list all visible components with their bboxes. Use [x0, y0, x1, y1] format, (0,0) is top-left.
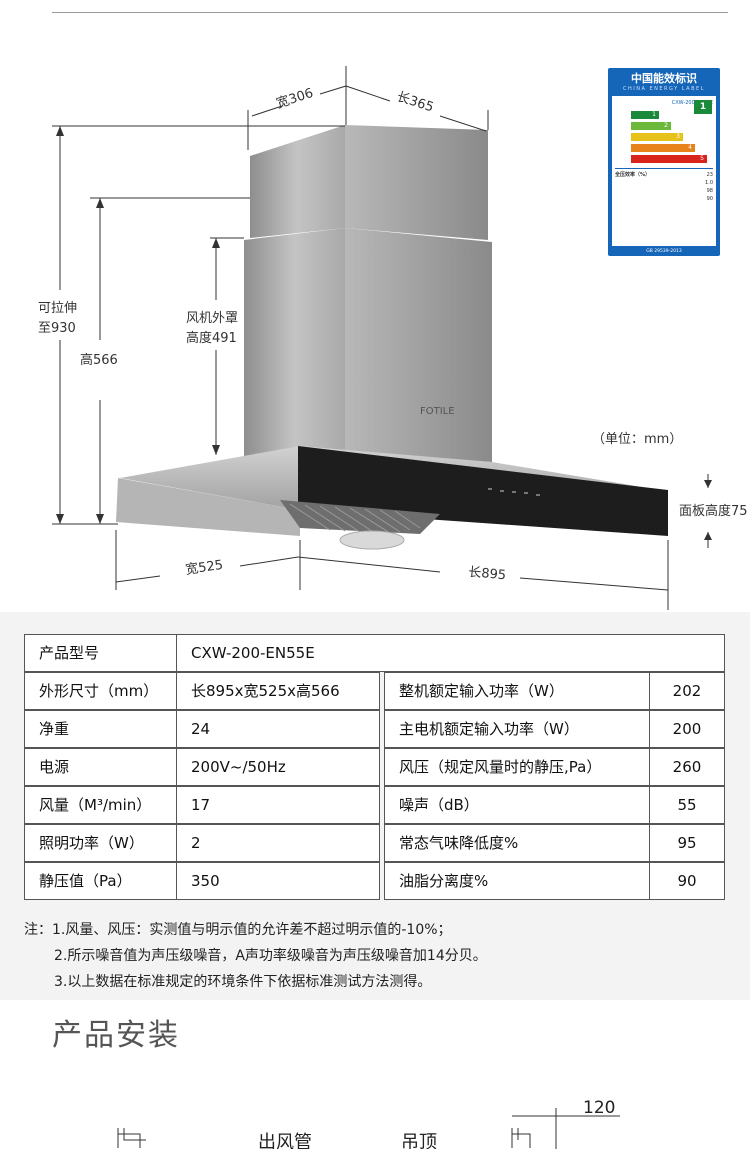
energy-label: 中国能效标识 CHINA ENERGY LABEL CXW-200-EN55E … — [608, 68, 720, 256]
spec-value: 200V~/50Hz — [176, 748, 380, 786]
energy-row-4: 90 — [706, 196, 713, 202]
spec-label: 常态气味降低度% — [384, 824, 650, 862]
brand-logo: FOTILE — [420, 406, 455, 417]
spec-label: 外形尺寸（mm） — [24, 672, 177, 710]
spec-model-value: CXW-200-EN55E — [176, 634, 725, 672]
dim-extend-label-2: 至930 — [38, 321, 76, 336]
dim-panel-height: 面板高度75 — [679, 503, 748, 519]
spec-value: 55 — [649, 786, 725, 824]
spec-value: 350 — [176, 862, 380, 900]
energy-grade-badge: 1 — [694, 100, 712, 114]
oil-cup — [339, 530, 405, 550]
spec-label: 风量（M³/min） — [24, 786, 177, 824]
note-3: 3.以上数据在标准规定的环境条件下依据标准测试方法测得。 — [54, 974, 432, 990]
dim-fan-cover-2: 高度491 — [186, 330, 237, 346]
spec-value: 2 — [176, 824, 380, 862]
spec-model-label: 产品型号 — [24, 634, 177, 672]
spec-value: 260 — [649, 748, 725, 786]
energy-label-info: 全压效率（%）23 1.0 98 90 — [615, 168, 713, 203]
energy-label-body: CXW-200-EN55E 1 1 2 3 4 5 全压效率（%）23 1.0 98 9… — [612, 96, 716, 246]
install-dimension: 120 — [583, 1098, 616, 1118]
spec-label: 电源 — [24, 748, 177, 786]
spec-value: 90 — [649, 862, 725, 900]
spec-value: 17 — [176, 786, 380, 824]
canopy-left-front — [116, 478, 300, 536]
dim-extend-label-1: 可拉伸 — [38, 301, 77, 316]
energy-grade-bars: 1 2 3 4 5 — [615, 111, 713, 163]
energy-label-standard: GB 29539-2013 — [646, 249, 682, 254]
energy-label-model: CXW-200-EN55E — [671, 100, 713, 106]
install-duct-label: 出风管 — [258, 1132, 312, 1149]
spec-label: 油脂分离度% — [384, 862, 650, 900]
energy-grade-bar: 1 — [631, 111, 659, 119]
energy-row-3: 98 — [706, 188, 713, 194]
install-title: 产品安装 — [52, 1018, 180, 1053]
spec-value: 95 — [649, 824, 725, 862]
dim-length-bottom: 长895 — [468, 565, 507, 583]
spec-label: 主电机额定输入功率（W） — [384, 710, 650, 748]
spec-value: 长895x宽525x高566 — [176, 672, 380, 710]
spec-label: 照明功率（W） — [24, 824, 177, 862]
install-diagram — [117, 1108, 620, 1149]
spec-label: 整机额定输入功率（W） — [384, 672, 650, 710]
energy-label-title: 中国能效标识 — [631, 72, 697, 85]
lower-chimney-front — [244, 228, 345, 470]
top-divider — [52, 12, 728, 13]
upper-chimney-front — [250, 125, 345, 238]
spec-label: 净重 — [24, 710, 177, 748]
spec-value: 24 — [176, 710, 380, 748]
dim-fan-cover-1: 风机外罩 — [186, 311, 238, 326]
spec-label: 风压（规定风量时的静压,Pa） — [384, 748, 650, 786]
energy-label-subtitle: CHINA ENERGY LABEL — [623, 86, 705, 92]
energy-grade-bar: 2 — [631, 122, 671, 130]
dim-width-bottom: 宽525 — [184, 557, 224, 578]
energy-row-1: 全压效率（%）23 — [615, 172, 713, 178]
note-1: 注：1.风量、风压：实测值与明示值的允许差不超过明示值的-10%； — [24, 922, 452, 938]
unit-label: （单位：mm） — [592, 432, 682, 447]
filter-underside — [280, 500, 440, 534]
range-hood-diagram: FOTILE — [38, 66, 748, 610]
spec-label: 静压值（Pa） — [24, 862, 177, 900]
energy-grade-bar: 3 — [631, 133, 683, 141]
dim-height-total: 高566 — [80, 352, 118, 368]
filter-grille — [289, 503, 421, 534]
energy-grade-bar: 4 — [631, 144, 695, 152]
notes: 注：1.风量、风压：实测值与明示值的允许差不超过明示值的-10%； 2.所示噪音… — [24, 917, 487, 995]
control-buttons — [488, 488, 540, 496]
dim-length-top: 长365 — [395, 90, 436, 116]
install-ceiling-label: 吊顶 — [401, 1132, 437, 1149]
energy-grade-bar: 5 — [631, 155, 707, 163]
note-2: 2.所示噪音值为声压级噪音，A声功率级噪音为声压级噪音加14分贝。 — [54, 948, 487, 964]
lower-chimney-side — [345, 228, 492, 462]
upper-chimney-side — [345, 125, 488, 240]
dim-width-top: 宽306 — [274, 85, 315, 112]
spec-value: 200 — [649, 710, 725, 748]
spec-label: 噪声（dB） — [384, 786, 650, 824]
energy-row-2: 1.0 — [705, 180, 713, 186]
spec-value: 202 — [649, 672, 725, 710]
